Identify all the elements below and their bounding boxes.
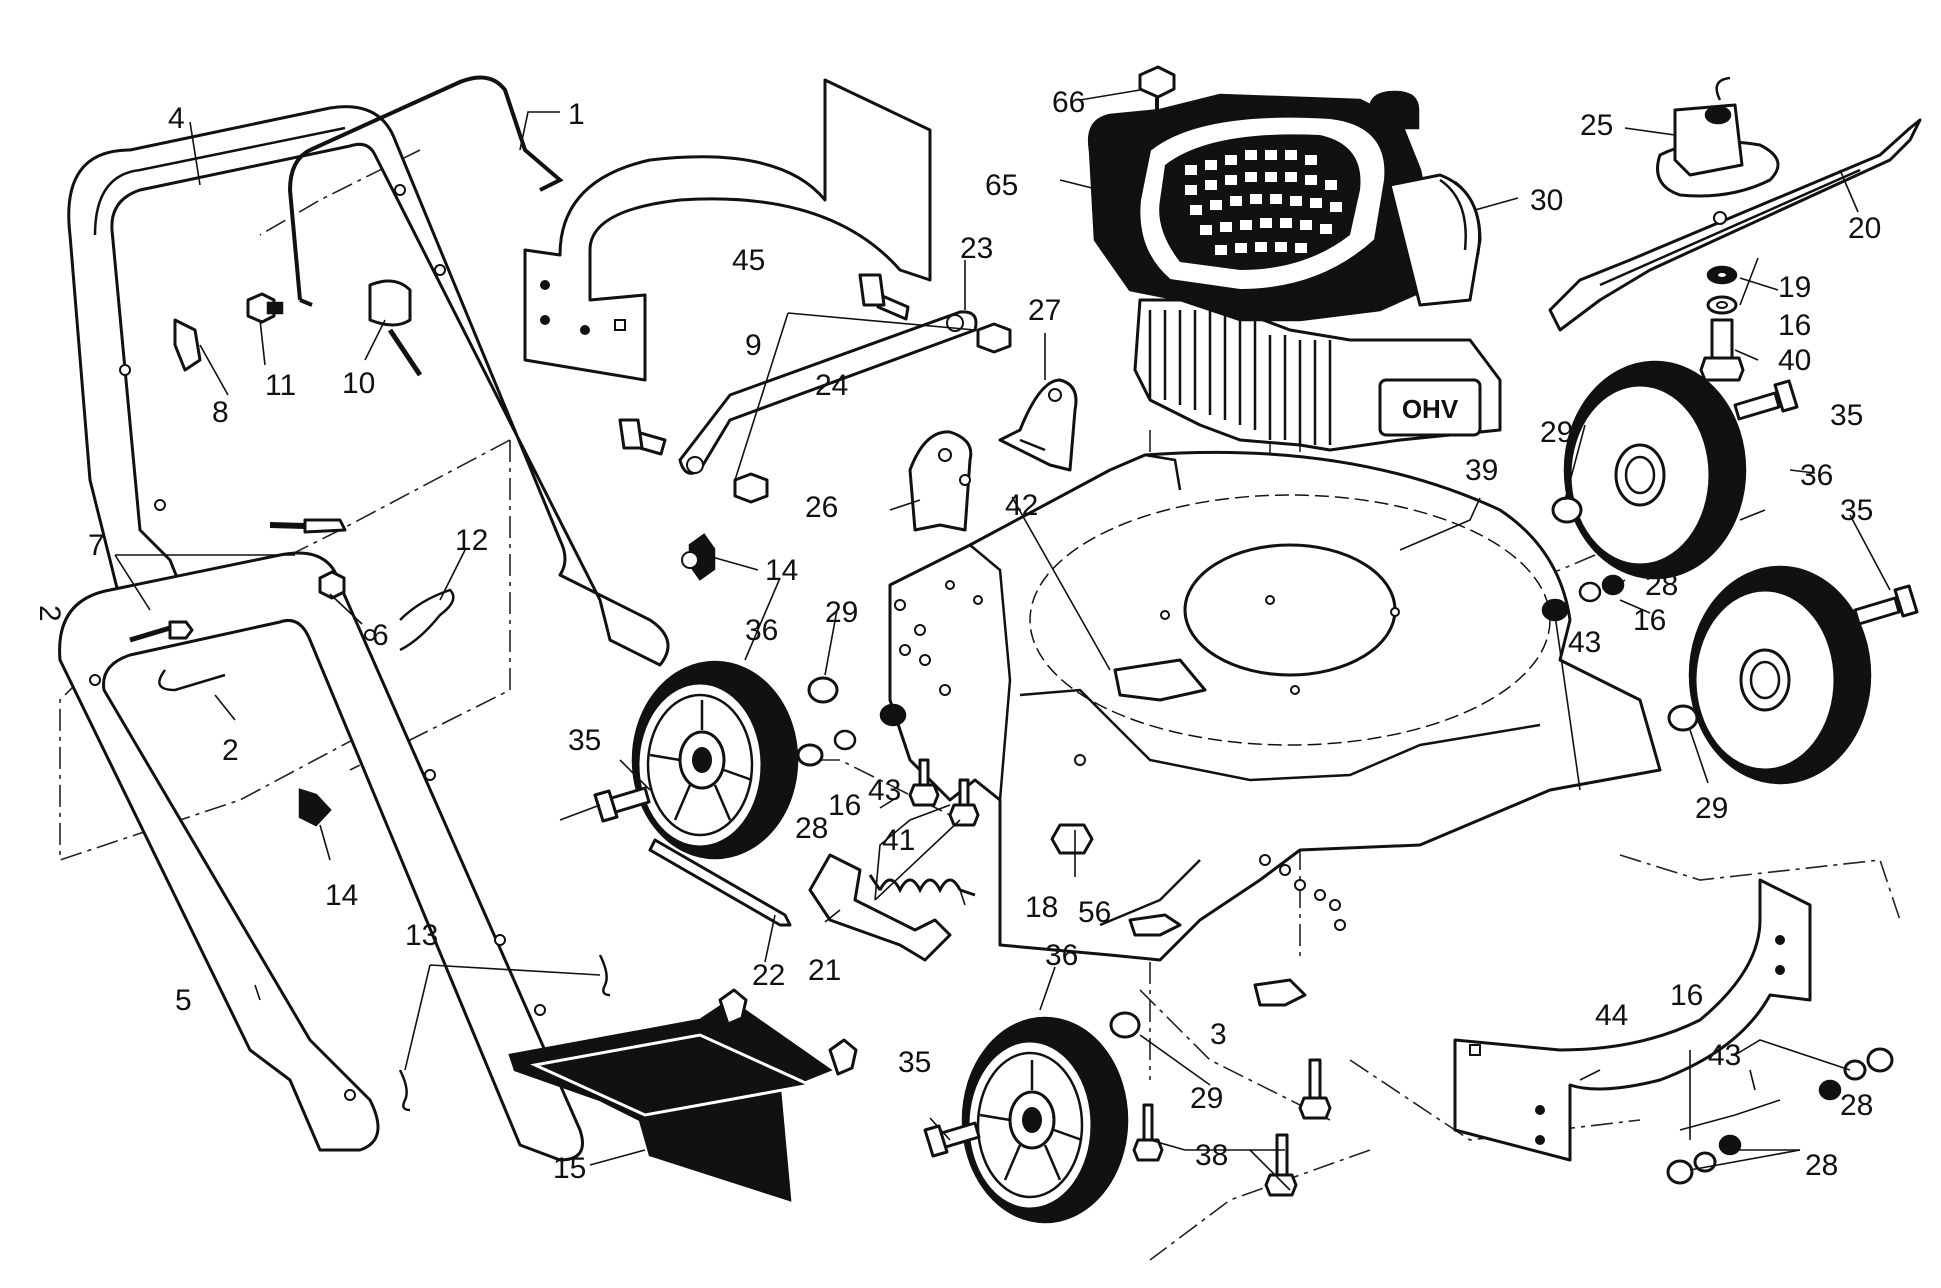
callout-38: 38: [1195, 1139, 1228, 1172]
callout-10: 10: [342, 367, 375, 400]
callout-16c: 16: [828, 789, 861, 822]
callout-26: 26: [805, 491, 838, 524]
blade-hardware: [1699, 265, 1745, 382]
callout-14b: 14: [325, 879, 358, 912]
height-bracket-26: [908, 430, 973, 532]
callout-18: 18: [1025, 891, 1058, 924]
callout-25: 25: [1580, 109, 1613, 142]
callout-14a: 14: [765, 554, 798, 587]
rear-flap: [523, 78, 932, 382]
callout-35c: 35: [568, 724, 601, 757]
callout-16a: 16: [1778, 309, 1811, 342]
callout-35b: 35: [1840, 494, 1873, 527]
callout-36b: 36: [745, 614, 778, 647]
callout-36a: 36: [1800, 459, 1833, 492]
callout-29d: 29: [1190, 1082, 1223, 1115]
blade-adapter: [1656, 76, 1780, 198]
callout-3: 3: [1210, 1018, 1227, 1051]
callout-43b: 43: [868, 774, 901, 807]
callout-23: 23: [960, 232, 993, 265]
callout-20: 20: [1848, 212, 1881, 245]
cable-clip: [399, 588, 455, 652]
discharge-door: [508, 988, 858, 1202]
lower-handle: [58, 551, 584, 1162]
deck-bolts: [908, 758, 1332, 1197]
callout-11: 11: [265, 369, 296, 402]
callout-43c: 43: [1708, 1039, 1741, 1072]
callout-16d: 16: [1670, 979, 1703, 1012]
callout-16b: 16: [1633, 604, 1666, 637]
callout-28a: 28: [1645, 569, 1678, 602]
hinge-rod: [648, 838, 792, 927]
callout-1: 1: [568, 98, 585, 131]
control-bail: [287, 75, 564, 307]
engine-assembly: OHV: [1087, 65, 1502, 452]
callout-42: 42: [1005, 489, 1038, 522]
front-flap: [1453, 878, 1812, 1162]
mulch-plug: [1113, 658, 1207, 702]
torsion-spring: [868, 874, 976, 897]
callout-5: 5: [175, 984, 192, 1017]
wheel-left-front: [631, 660, 799, 860]
callout-43a: 43: [1568, 626, 1601, 659]
leader-lines: [114, 89, 1891, 1191]
callout-35d: 35: [898, 1046, 931, 1079]
callout-35a: 35: [1830, 399, 1863, 432]
callout-19: 19: [1778, 271, 1811, 304]
callout-29a: 29: [1540, 416, 1573, 449]
callout-29b: 29: [825, 596, 858, 629]
callout-28c: 28: [1840, 1089, 1873, 1122]
engine-badge: OHV: [1402, 394, 1459, 424]
callout-66: 66: [1052, 86, 1085, 119]
callout-12: 12: [455, 524, 488, 557]
callout-39: 39: [1465, 454, 1498, 487]
wheel-right-front: [1688, 565, 1872, 785]
front-flap-hardware: [1666, 1047, 1894, 1185]
door-hinge-bracket: [808, 853, 952, 962]
callout-30: 30: [1530, 184, 1563, 217]
callout-65: 65: [985, 169, 1018, 202]
callout-21: 21: [808, 954, 841, 987]
callout-44: 44: [1595, 999, 1628, 1032]
callout-36c: 36: [1045, 939, 1078, 972]
wheel-hardware: [593, 379, 1919, 1158]
callout-41: 41: [882, 824, 915, 857]
callout-7: 7: [88, 529, 105, 562]
callout-2: 2: [222, 734, 239, 767]
callout-40: 40: [1778, 344, 1811, 377]
callout-9: 9: [745, 329, 762, 362]
wheel-left-rear: [961, 1016, 1129, 1224]
engine-grille: [1185, 150, 1342, 255]
callout-8: 8: [212, 396, 229, 429]
callout-29c: 29: [1695, 792, 1728, 825]
small-hardware-handle: [129, 279, 716, 1112]
callout-4: 4: [168, 102, 185, 135]
wheel-right-rear: [1563, 360, 1747, 580]
callout-15: 15: [553, 1152, 586, 1185]
callout-6: 6: [372, 619, 389, 652]
callout-24: 24: [815, 369, 848, 402]
height-bracket-27: [998, 378, 1078, 472]
callout-22: 22: [752, 959, 785, 992]
callout-2-rotated: 2: [33, 605, 66, 622]
callout-28b: 28: [795, 812, 828, 845]
callout-56: 56: [1078, 896, 1111, 929]
callout-labels: 1 2 2 3 4 5 6 7 8 9 10 11 12 13 14 14 15…: [33, 86, 1881, 1185]
mower-blade: [1548, 118, 1922, 332]
callout-45: 45: [732, 244, 765, 277]
callout-13: 13: [405, 919, 438, 952]
callout-27: 27: [1028, 294, 1061, 327]
height-adjuster-link: [618, 273, 1012, 504]
mower-deck: [888, 450, 1662, 962]
callout-28d: 28: [1805, 1149, 1838, 1182]
